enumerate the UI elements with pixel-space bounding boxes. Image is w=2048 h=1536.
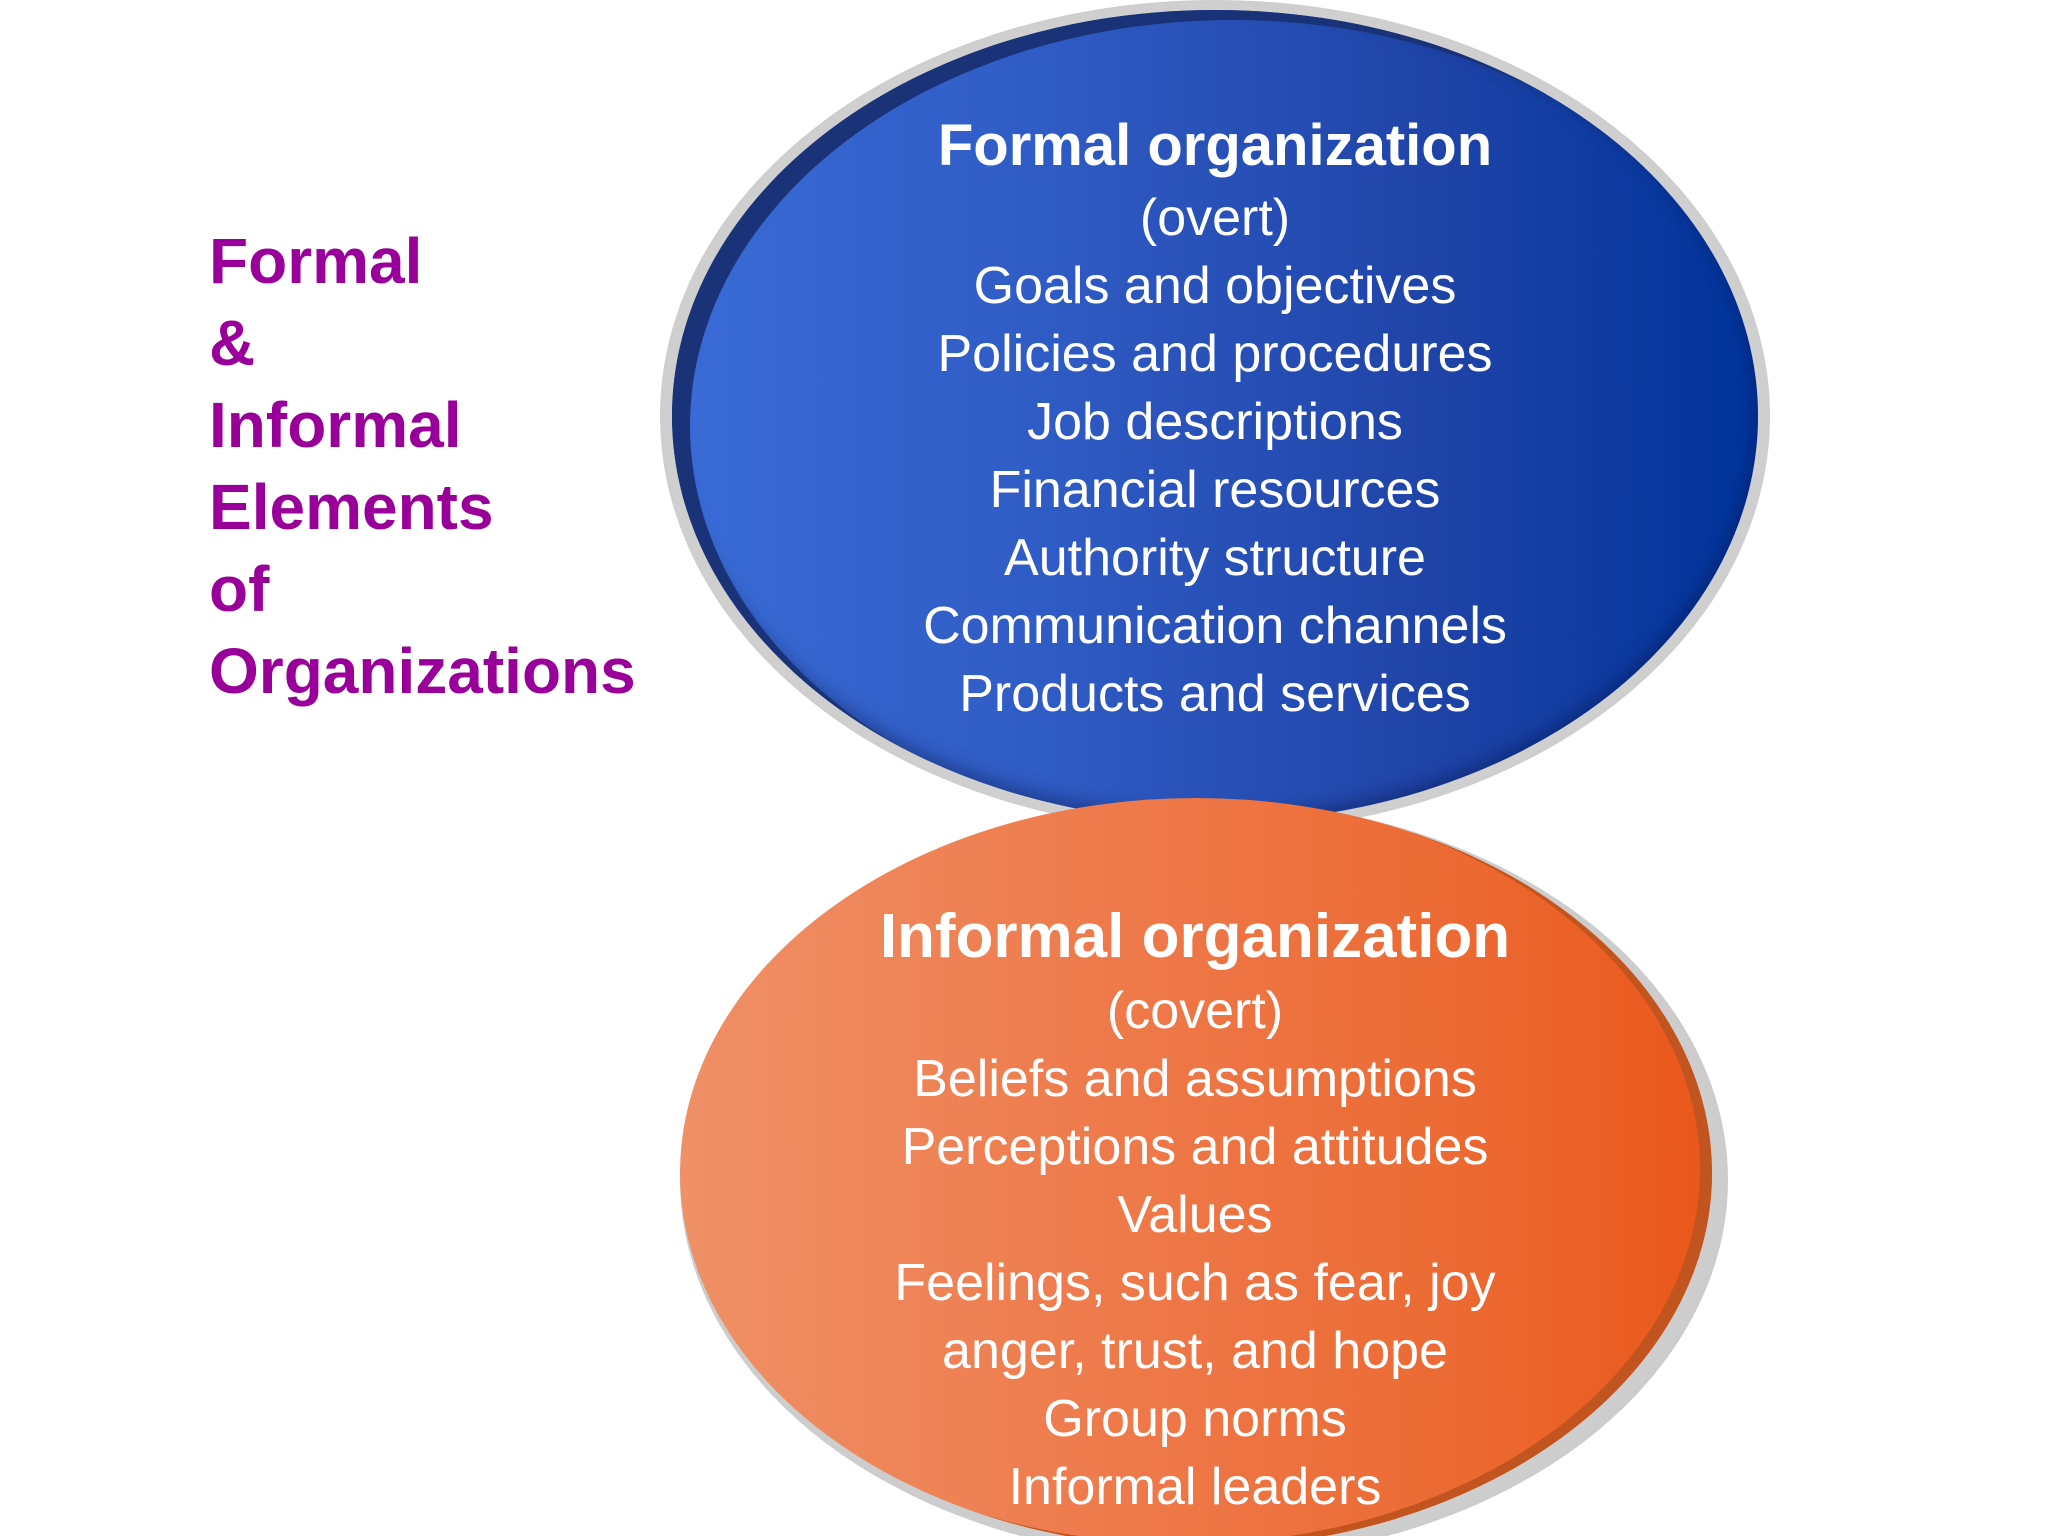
informal-item: Perceptions and attitudes [901,1118,1489,1176]
title-line: & [209,307,256,379]
title-line: Informal [209,389,462,461]
formal-item: Financial resources [989,461,1441,519]
formal-item: Products and services [959,665,1471,723]
formal-organization-text: Formal organization (overt) Goals and ob… [780,108,1650,728]
formal-item: Goals and objectives [973,257,1457,315]
informal-organization-text: Informal organization (covert) Beliefs a… [760,897,1630,1521]
formal-item: Authority structure [1004,529,1426,587]
formal-organization-heading: Formal organization [937,113,1493,178]
formal-item: Communication channels [923,597,1507,655]
informal-item: anger, trust, and hope [942,1322,1448,1380]
informal-organization-subtitle: (covert) [1106,982,1284,1040]
informal-item: Values [1117,1186,1273,1244]
informal-item: Feelings, such as fear, joy [894,1254,1496,1312]
formal-item: Job descriptions [1027,393,1403,451]
formal-organization-subtitle: (overt) [1139,189,1291,247]
formal-item: Policies and procedures [937,325,1493,383]
informal-item: Beliefs and assumptions [913,1050,1477,1108]
title-line: Organizations [209,635,636,707]
informal-item: Group norms [1043,1390,1347,1448]
title-line: Elements [209,471,494,543]
formal-organization-ellipse [672,10,1758,822]
title-line: of [209,553,270,625]
informal-organization-heading: Informal organization [879,902,1511,971]
informal-organization-ellipse [680,798,1712,1536]
title-line: Formal [209,225,423,297]
slide-title: Formal & Informal Elements of Organizati… [209,220,689,712]
informal-item: Informal leaders [1008,1458,1382,1516]
